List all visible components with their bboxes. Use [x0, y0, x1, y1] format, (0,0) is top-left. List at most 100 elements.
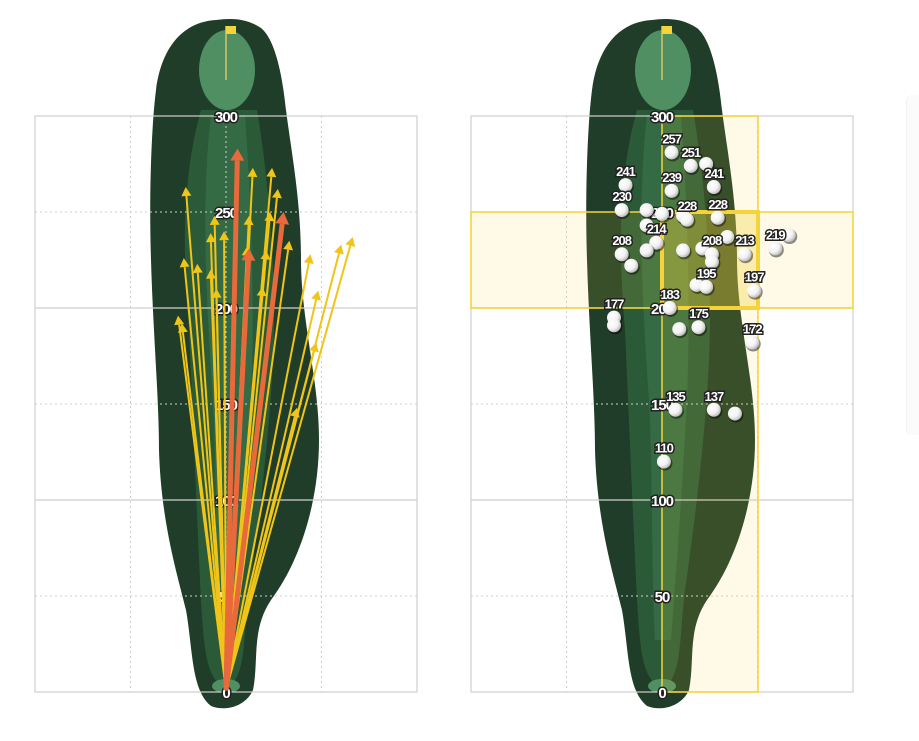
y-tick-label: 50 — [655, 589, 670, 606]
golf-ball — [745, 335, 760, 350]
golf-ball — [672, 322, 687, 337]
arrow-head — [303, 254, 314, 265]
golf-ball — [720, 229, 735, 244]
arrow-head — [264, 212, 275, 222]
golf-ball — [664, 145, 679, 160]
golf-ball — [710, 210, 725, 225]
arrow-head — [211, 288, 222, 298]
ball-distance-label: 175 — [689, 306, 708, 321]
shot-arrow — [223, 212, 290, 691]
golf-ball — [706, 402, 721, 417]
arrow-head — [271, 188, 282, 199]
shot-arrow — [225, 342, 319, 691]
flag-icon — [226, 26, 236, 34]
shot-line — [181, 332, 227, 691]
shot-line — [223, 160, 240, 691]
shot-line — [225, 299, 318, 691]
golf-ball — [737, 247, 752, 262]
arrow-head — [181, 187, 192, 197]
ball-distance-label: 239 — [662, 170, 681, 185]
golf-ball — [768, 241, 783, 256]
golf-ball — [656, 454, 671, 469]
arrow-head — [334, 244, 344, 255]
golf-ball — [706, 180, 721, 195]
ball-distance-label: 172 — [743, 322, 762, 337]
ball-distance-label: 195 — [697, 266, 716, 281]
ball-distance-label: 241 — [704, 166, 723, 181]
ball-distance-label: 230 — [612, 189, 631, 204]
ball-distance-label: 219 — [766, 227, 785, 242]
golf-ball — [691, 320, 706, 335]
ball-distance-label: 228 — [678, 199, 697, 214]
y-tick-label: 250 — [215, 205, 238, 222]
shot-line — [223, 260, 251, 691]
arrow-head — [266, 167, 277, 178]
arrow-head — [177, 323, 188, 333]
golf-ball — [607, 318, 621, 333]
shot-line — [225, 262, 310, 691]
shot-arrow — [225, 236, 356, 691]
shot-arrow — [225, 290, 322, 691]
golf-ball — [639, 203, 654, 218]
arrow-head — [205, 269, 216, 279]
arrow-head — [219, 231, 230, 241]
ball-distance-label: 135 — [666, 389, 685, 404]
golf-ball — [683, 158, 698, 173]
golf-ball — [655, 206, 669, 221]
ball-distance-label: 208 — [612, 233, 631, 248]
golf-ball — [624, 258, 639, 273]
ball-distance-label: 241 — [616, 164, 635, 179]
arrow-head — [309, 342, 319, 353]
shot-line — [215, 297, 227, 691]
ball-distance-label: 228 — [708, 197, 727, 212]
golf-ball — [699, 157, 714, 171]
flag-icon — [662, 26, 672, 34]
arrow-head — [209, 215, 220, 225]
arrow-head — [179, 258, 190, 268]
y-tick-label: 100 — [651, 493, 674, 510]
shot-line — [225, 245, 352, 691]
arrow-head — [283, 240, 294, 251]
arrow-head — [192, 263, 203, 274]
shot-line — [185, 195, 227, 691]
shot-arrow — [225, 254, 314, 691]
golf-ball — [699, 279, 714, 294]
landing-positions-panel: 0501001502002503002572512412412392302282… — [470, 18, 854, 709]
arrow-head — [230, 148, 245, 161]
shot-line — [223, 223, 285, 691]
shot-arrow — [177, 323, 227, 691]
golf-ball — [781, 228, 796, 243]
golf-ball — [668, 402, 683, 417]
shot-arrow — [181, 187, 227, 691]
arrow-head — [275, 212, 290, 225]
golf-ball — [704, 254, 719, 269]
golf-ball — [676, 243, 691, 258]
ball-distance-label: 110 — [655, 441, 674, 456]
arrow-head — [243, 215, 254, 226]
shot-arrow — [223, 248, 256, 691]
ball-distance-label: 177 — [605, 297, 624, 312]
ball-distance-label: 208 — [703, 233, 722, 248]
golf-ball — [618, 178, 633, 193]
shot-arrow — [211, 288, 227, 691]
golf-ball — [747, 283, 762, 298]
golf-ball — [614, 203, 629, 218]
ball-distance-label: 214 — [647, 222, 667, 237]
arrow-head — [345, 236, 356, 247]
arrow-head — [241, 248, 256, 261]
golf-ball — [727, 406, 742, 421]
shot-arrow — [179, 258, 227, 691]
ball-distance-label: 197 — [745, 270, 764, 285]
shot-line — [225, 351, 315, 691]
golf-ball — [639, 218, 654, 233]
y-tick-label: 0 — [658, 685, 666, 702]
ball-distance-label: 251 — [681, 145, 700, 160]
shot-tracer-panel: 050100150200250300 — [34, 18, 418, 709]
golf-ball — [662, 301, 677, 315]
y-tick-label: 300 — [215, 109, 238, 126]
y-tick-label: 300 — [651, 109, 674, 126]
arrow-head — [311, 290, 322, 301]
ball-distance-label: 257 — [662, 131, 681, 146]
golf-ball — [664, 183, 679, 198]
